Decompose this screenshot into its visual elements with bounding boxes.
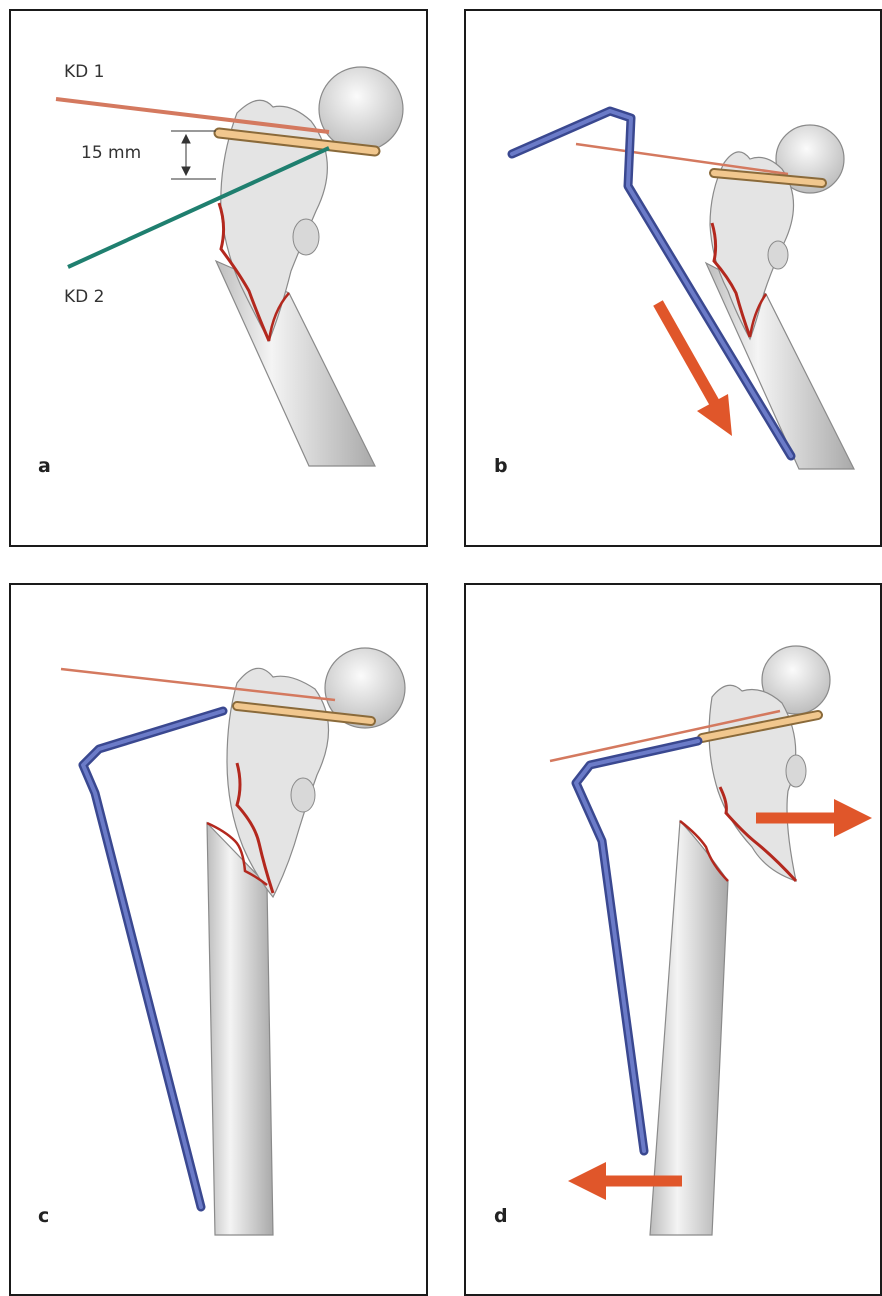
panel-a: KD 1 15 mm KD 2 a [9, 9, 428, 547]
panel-letter: b [494, 455, 508, 477]
kd2-label: KD 2 [64, 287, 104, 307]
panel-d-illustration [466, 585, 882, 1296]
panel-b-illustration [466, 11, 882, 547]
panel-b: b [464, 9, 882, 547]
panel-letter: a [38, 455, 51, 477]
panel-letter: d [494, 1205, 508, 1227]
panel-c-illustration [11, 585, 428, 1296]
femur-shaft [650, 821, 728, 1235]
arrow-down-right-icon [658, 303, 732, 436]
panel-c: c [9, 583, 428, 1296]
panel-d: d [464, 583, 882, 1296]
dimension-marker [171, 131, 216, 179]
lesser-trochanter [293, 219, 319, 255]
panel-a-illustration [11, 11, 428, 547]
proximal-fragment [709, 685, 796, 881]
femur-shaft [216, 261, 375, 466]
kd1-label: KD 1 [64, 62, 104, 82]
lesser-trochanter [768, 241, 788, 269]
femoral-head [319, 67, 403, 151]
lesser-trochanter [786, 755, 806, 787]
guide-rod-highlight [83, 711, 223, 1207]
guide-rod [83, 711, 223, 1207]
lesser-trochanter [291, 778, 315, 812]
panel-letter: c [38, 1205, 49, 1227]
distance-label: 15 mm [81, 143, 141, 163]
